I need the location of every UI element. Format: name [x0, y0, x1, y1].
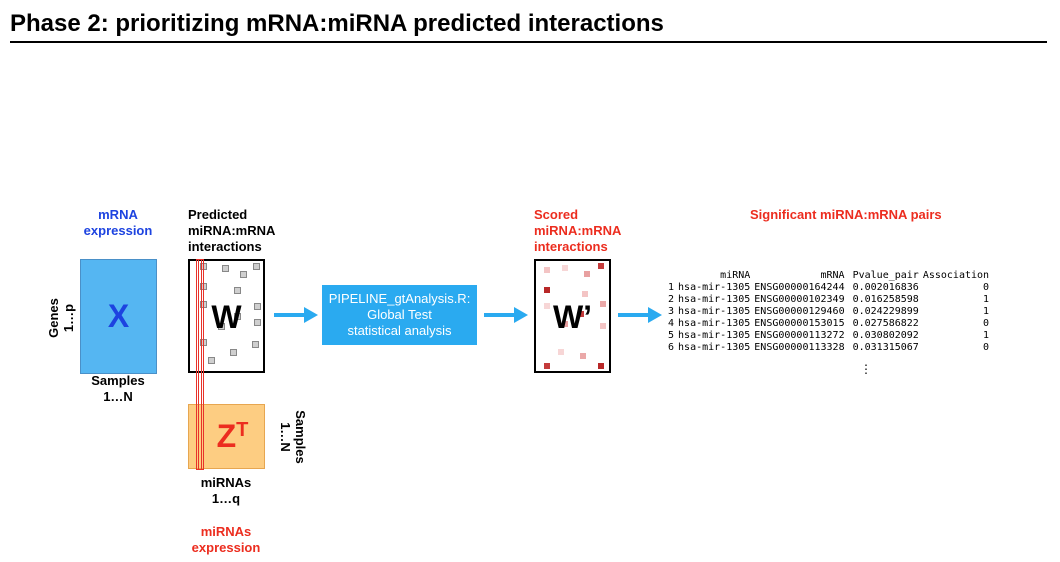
- samples-axis-label-z: Samples 1…N: [278, 410, 308, 464]
- results-table: miRNA mRNA Pvalue_pair Association 1 hsa…: [668, 270, 989, 354]
- interaction-cell: [240, 271, 247, 278]
- table-row: 6 hsa-mir-1305 ENSG00000113328 0.0313150…: [668, 342, 989, 354]
- interaction-cell: [253, 263, 260, 270]
- score-cell: [544, 287, 550, 293]
- table-row: 2 hsa-mir-1305 ENSG00000102349 0.0162585…: [668, 294, 989, 306]
- pipeline-box: PIPELINE_gtAnalysis.R: Global Test stati…: [322, 285, 477, 345]
- arrow-icon: [484, 307, 528, 323]
- table-continuation-ellipsis: ⋮: [860, 362, 872, 376]
- mrna-cell: ENSG00000164244: [754, 282, 845, 293]
- association-cell: 1: [983, 330, 990, 341]
- mirna-cell: hsa-mir-1305: [678, 342, 751, 353]
- column-header: mRNA: [820, 270, 845, 281]
- x-matrix-letter: X: [107, 298, 130, 334]
- association-cell: 0: [983, 342, 990, 353]
- score-cell: [582, 291, 588, 297]
- page-title: Phase 2: prioritizing mRNA:miRNA predict…: [10, 10, 664, 37]
- table-row: 5 hsa-mir-1305 ENSG00000113272 0.0308020…: [668, 330, 989, 342]
- title-underline: [10, 41, 1047, 43]
- score-cell: [544, 267, 550, 273]
- significant-pairs-title: Significant miRNA:mRNA pairs: [750, 207, 942, 222]
- w-matrix-letter: W: [211, 299, 242, 335]
- pvalue-cell: 0.031315067: [852, 342, 919, 353]
- row-index: 2: [668, 294, 675, 305]
- column-header: miRNA: [720, 270, 751, 281]
- pvalue-cell: 0.024229899: [852, 306, 919, 317]
- mrna-expression-label: mRNA expression: [83, 207, 153, 238]
- interaction-cell: [234, 313, 241, 320]
- column-header: Association: [922, 270, 990, 281]
- interaction-cell: [234, 287, 241, 294]
- score-cell: [562, 265, 568, 271]
- mrna-cell: ENSG00000113328: [754, 342, 845, 353]
- score-cell: [544, 363, 550, 369]
- w-prime-matrix-letter: W’: [552, 299, 593, 335]
- column-header: [668, 270, 678, 282]
- row-index: 5: [668, 330, 675, 341]
- mirna-cell: hsa-mir-1305: [678, 306, 751, 317]
- interaction-cell: [254, 319, 261, 326]
- row-index: 3: [668, 306, 675, 317]
- score-cell: [600, 323, 606, 329]
- mirnas-axis-label: miRNAs 1…q: [200, 475, 252, 506]
- mirna-cell: hsa-mir-1305: [678, 330, 751, 341]
- pvalue-cell: 0.002016836: [852, 282, 919, 293]
- predicted-interactions-label: Predicted miRNA:mRNA interactions: [188, 207, 276, 254]
- highlight-column-outer: [196, 259, 204, 470]
- samples-axis-label-x: Samples 1…N: [91, 373, 145, 404]
- interaction-cell: [230, 349, 237, 356]
- score-cell: [584, 271, 590, 277]
- association-cell: 1: [983, 306, 990, 317]
- table-row: 4 hsa-mir-1305 ENSG00000153015 0.0275868…: [668, 318, 989, 330]
- mirna-cell: hsa-mir-1305: [678, 282, 751, 293]
- association-cell: 0: [983, 318, 990, 329]
- mrna-cell: ENSG00000113272: [754, 330, 845, 341]
- score-cell: [544, 303, 550, 309]
- interaction-cell: [218, 323, 225, 330]
- mirna-cell: hsa-mir-1305: [678, 318, 751, 329]
- scored-interactions-label: Scored miRNA:mRNA interactions: [534, 207, 622, 254]
- row-index: 6: [668, 342, 675, 353]
- mrna-cell: ENSG00000102349: [754, 294, 845, 305]
- table-header-row: miRNA mRNA Pvalue_pair Association: [668, 270, 989, 282]
- interaction-cell: [252, 341, 259, 348]
- association-cell: 0: [983, 282, 990, 293]
- z-matrix-letter: Z: [216, 418, 237, 454]
- x-matrix: X: [80, 259, 157, 374]
- table-row: 3 hsa-mir-1305 ENSG00000129460 0.0242298…: [668, 306, 989, 318]
- transpose-superscript: T: [236, 419, 249, 441]
- pvalue-cell: 0.027586822: [852, 318, 919, 329]
- mirna-cell: hsa-mir-1305: [678, 294, 751, 305]
- w-prime-matrix: W’: [534, 259, 611, 373]
- pvalue-cell: 0.016258598: [852, 294, 919, 305]
- genes-axis-label: Genes 1…p: [46, 298, 76, 338]
- score-cell: [562, 321, 568, 327]
- score-cell: [578, 311, 584, 317]
- row-index: 1: [668, 282, 675, 293]
- interaction-cell: [254, 303, 261, 310]
- interaction-cell: [222, 265, 229, 272]
- score-cell: [580, 353, 586, 359]
- interaction-cell: [208, 357, 215, 364]
- table-row: 1 hsa-mir-1305 ENSG00000164244 0.0020168…: [668, 282, 989, 294]
- mirnas-expression-label: miRNAs expression: [191, 524, 261, 555]
- highlight-column-inner: [198, 259, 202, 470]
- arrow-icon: [274, 307, 318, 323]
- arrow-icon: [618, 307, 662, 323]
- mrna-cell: ENSG00000153015: [754, 318, 845, 329]
- column-header: Pvalue_pair: [852, 270, 919, 281]
- score-cell: [558, 349, 564, 355]
- score-cell: [598, 263, 604, 269]
- mrna-cell: ENSG00000129460: [754, 306, 845, 317]
- score-cell: [600, 301, 606, 307]
- row-index: 4: [668, 318, 675, 329]
- association-cell: 1: [983, 294, 990, 305]
- score-cell: [598, 363, 604, 369]
- pvalue-cell: 0.030802092: [852, 330, 919, 341]
